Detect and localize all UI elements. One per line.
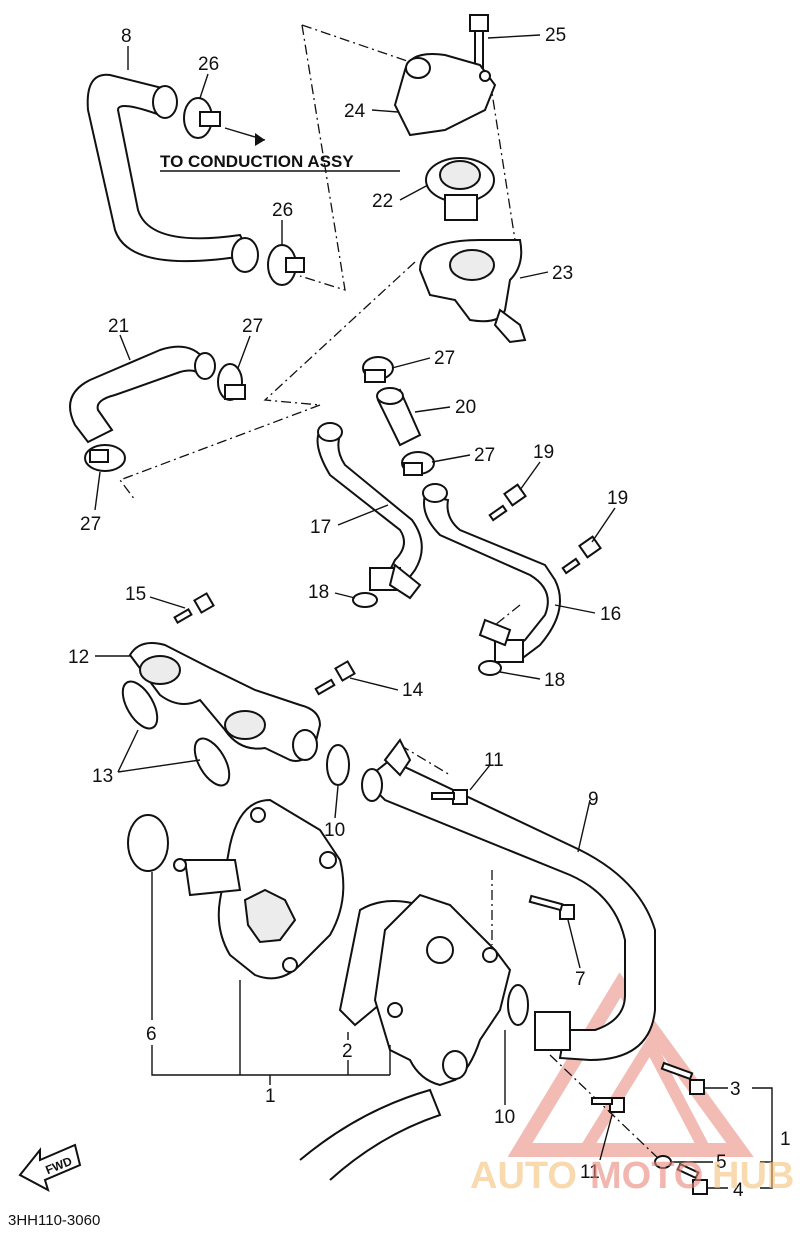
fwd-arrow-icon <box>18 1143 82 1193</box>
callout-26-lower: 26 <box>272 200 293 221</box>
leader-lines <box>94 34 773 1189</box>
callout-25: 25 <box>545 25 566 46</box>
thermostat-cover-24 <box>393 53 497 137</box>
callout-numbers: 8 26 26 25 24 22 23 21 27 27 20 27 27 19… <box>68 25 791 1201</box>
callout-8: 8 <box>121 26 132 47</box>
callout-13: 13 <box>92 766 113 787</box>
washer-5 <box>654 1155 672 1169</box>
callout-11-upper: 11 <box>484 750 504 771</box>
watermark-text: AUTO MOTO HUB <box>470 1155 794 1197</box>
callout-9: 9 <box>588 789 599 810</box>
callout-2: 2 <box>342 1041 353 1062</box>
caption-to-conduction: TO CONDUCTION ASSY <box>160 152 354 171</box>
bolt-7 <box>528 894 575 920</box>
callout-18-b: 18 <box>544 670 565 691</box>
bolt-11-lower <box>591 1097 625 1113</box>
callout-16: 16 <box>600 604 621 625</box>
clamp-26-lower <box>267 244 305 286</box>
callout-14: 14 <box>402 680 424 701</box>
hose-8 <box>86 73 259 273</box>
callout-27-c: 27 <box>434 348 455 369</box>
pipe-16 <box>422 483 561 663</box>
callout-18-a: 18 <box>308 582 329 603</box>
arrow-to-conduction <box>160 127 400 172</box>
callout-19-b: 19 <box>607 488 628 509</box>
callout-1-side: 1 <box>780 1129 791 1150</box>
callout-27-b: 27 <box>80 514 101 535</box>
callout-5: 5 <box>716 1152 727 1173</box>
hose-partial <box>299 1088 442 1181</box>
callout-24: 24 <box>344 101 366 122</box>
callout-4: 4 <box>733 1180 744 1201</box>
water-pump-body <box>173 798 345 980</box>
callout-10-upper: 10 <box>324 820 345 841</box>
oring-18-right <box>478 660 502 676</box>
diagram-code: 3HH110-3060 <box>8 1212 100 1229</box>
callout-10-lower: 10 <box>494 1107 515 1128</box>
callout-22: 22 <box>372 191 393 212</box>
callout-21: 21 <box>108 316 129 337</box>
callout-1-main: 1 <box>265 1086 276 1107</box>
callout-12: 12 <box>68 647 89 668</box>
callout-17: 17 <box>310 517 331 538</box>
bolt-15 <box>173 592 215 624</box>
callout-6: 6 <box>146 1024 157 1045</box>
callout-19-a: 19 <box>533 442 554 463</box>
callout-3: 3 <box>730 1079 741 1100</box>
watermark-hub: HUB <box>712 1155 794 1197</box>
clamp-26-upper <box>183 97 221 139</box>
oring-18-left <box>352 592 378 608</box>
oring-6 <box>127 814 169 872</box>
clamp-27-d <box>401 451 435 476</box>
oring-10-lower <box>507 984 529 1026</box>
watermark-auto: AUTO <box>470 1155 577 1197</box>
watermark-logo <box>507 972 754 1157</box>
callout-27-d: 27 <box>474 445 495 466</box>
gasket-13-a <box>121 680 159 730</box>
clamp-27-b <box>84 444 126 472</box>
gasket-13-b <box>193 737 231 787</box>
bolt-25 <box>469 14 489 72</box>
hose-20 <box>376 387 422 447</box>
callout-23: 23 <box>552 263 573 284</box>
water-pump-housing <box>373 893 512 1087</box>
callout-7: 7 <box>575 969 586 990</box>
thermostat-housing-23 <box>418 239 527 344</box>
bolt-3 <box>660 1061 705 1095</box>
hose-21 <box>69 345 216 444</box>
watermark-moto: MOTO <box>590 1155 703 1197</box>
clamp-27-c <box>362 356 394 383</box>
callout-27-a: 27 <box>242 316 263 337</box>
clamp-27-a <box>217 363 246 401</box>
pipe-9 <box>361 738 656 1062</box>
bolt-11-upper <box>431 789 468 805</box>
bolt-14 <box>314 660 356 696</box>
bolt-4 <box>676 1162 708 1195</box>
callout-20: 20 <box>455 397 476 418</box>
oring-10-upper <box>326 744 350 786</box>
pipe-12 <box>128 642 322 762</box>
bolt-19-b <box>561 535 602 575</box>
callout-26-upper: 26 <box>198 54 219 75</box>
callout-15: 15 <box>125 584 146 605</box>
callout-11-lower: 11 <box>580 1162 600 1183</box>
pipe-17 <box>316 422 423 600</box>
thermostat-22 <box>425 157 495 221</box>
